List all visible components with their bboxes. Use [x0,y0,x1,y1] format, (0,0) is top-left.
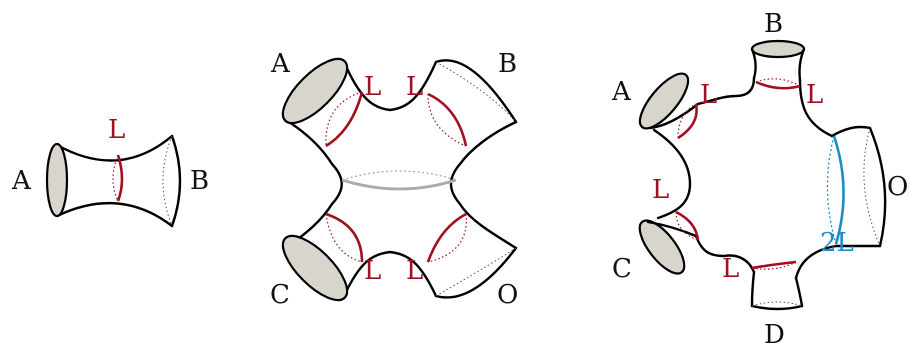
ring-label-geodesic-a: L [700,80,717,110]
ring-boundary-o-back [863,127,881,247]
x-bottom-scallop [342,250,438,298]
x-top-scallop [342,60,438,112]
x-separating-curve-back [341,170,457,181]
ring-boundary-a-cap [638,72,690,130]
ring-geodesic-a-back [677,103,697,139]
cylinder-figure: A B L [11,115,209,228]
x-geodesic-top-right-back [427,93,467,147]
x-geodesic-bottom-right-front [426,212,467,263]
five-holed-sphere-figure: B A O C D L L L L 2L [611,9,908,347]
x-boundary-b-front [434,59,518,124]
x-geodesic-bottom-left-front [325,212,364,263]
ring-boundary-c-cap [638,219,686,275]
x-left-scallop [284,118,343,250]
x-label-o: O [497,280,518,310]
boundary-a-cap [45,142,69,218]
x-label-geodesic-bottom-left: L [364,256,381,286]
ring-geodesic-d-front [751,260,797,270]
ring-scallop-o-d [794,244,838,280]
ring-tube-o-top [830,125,872,138]
ring-geodesic-b-front [755,80,801,90]
x-label-a: A [270,49,291,79]
ring-scallop-c-a [652,128,692,220]
cylinder-label-b: B [190,166,209,196]
ring-boundary-d-back [751,301,803,307]
ring-geodesic-o-front [832,135,845,245]
ring-label-c: C [612,254,632,284]
ring-geodesic-c-front [675,210,700,241]
ring-label-a: A [611,77,632,107]
x-label-b: B [498,49,517,79]
ring-tube-d-right [794,276,804,308]
ring-geodesic-a-front [677,103,698,140]
ring-geodesic-d-back [751,261,797,270]
x-right-scallop [449,120,518,250]
ring-label-geodesic-c: L [652,175,669,205]
ring-label-o: O [887,172,908,202]
x-label-geodesic-top-left: L [364,72,381,102]
x-label-geodesic-top-right: L [406,72,423,102]
ring-scallop-a-b [696,76,756,106]
x-geodesic-top-left-front [325,91,364,148]
x-boundary-c-cap [281,234,349,302]
ring-tube-d-left [750,270,756,308]
x-geodesic-top-right-front [427,92,468,147]
ring-geodesic-o-back [826,135,837,245]
ring-scallop-d-c [694,234,756,274]
boundary-b-front [170,134,182,228]
x-boundary-b-back [435,61,517,123]
ring-label-geodesic-d: L [722,254,739,284]
x-boundary-a-cap [281,57,349,125]
cylinder-bottom-edge [55,201,174,228]
cylinder-geodesic-front [116,154,124,202]
cylinder-top-edge [55,134,174,162]
four-holed-sphere-figure: A B C O L L L L [270,49,518,310]
x-label-geodesic-bottom-right: L [406,256,423,286]
ring-label-geodesic-o: 2L [820,228,854,258]
ring-label-d: D [764,320,785,347]
ring-boundary-b-cap [750,39,806,59]
ring-boundary-d-front [750,304,804,311]
cylinder-geodesic-back [112,154,119,202]
ring-label-geodesic-b: L [806,80,823,110]
cylinder-label-a: A [11,166,32,196]
x-boundary-o-front [434,246,518,299]
ring-tube-a-lower [648,102,700,130]
boundary-b-back [162,135,173,227]
ring-tube-b-right [798,47,806,82]
x-label-c: C [270,280,290,310]
ring-label-b: B [764,9,783,39]
cylinder-label-geodesic: L [108,115,125,145]
ring-tube-c-upper [646,220,698,238]
x-geodesic-bottom-right-back [427,213,467,263]
x-boundary-o-back [435,247,517,297]
ring-boundary-o-front [868,126,887,248]
x-separating-curve-front [341,178,457,191]
ring-tube-b-left [750,47,757,80]
